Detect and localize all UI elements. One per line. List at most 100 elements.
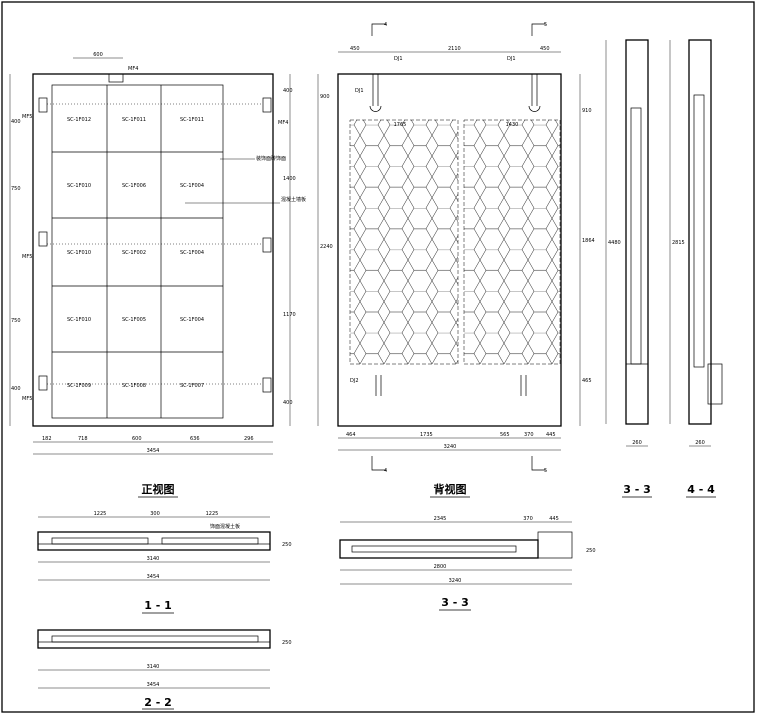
dim-text: 900 (320, 94, 330, 100)
mark-tag: MF5 (22, 396, 32, 402)
back-window-right-hex (464, 120, 560, 364)
dim-text: 400 (11, 119, 21, 125)
dim-text: 464 (346, 432, 356, 438)
dim-text: 450 (350, 46, 360, 52)
dim-text: 718 (78, 436, 88, 442)
view-title: 1 - 1 (144, 599, 172, 612)
view-title: 3 - 3 (441, 596, 469, 609)
mark-tag: MF5 (22, 254, 32, 260)
dim-text: 1400 (283, 176, 296, 182)
dim-text: 250 (586, 548, 596, 554)
callout-text: 装饰面砖饰面 (256, 155, 286, 162)
panel-label: SC-1F004 (180, 183, 204, 189)
dim-text: 300 (150, 511, 160, 517)
panel-label: SC-1F005 (122, 317, 146, 323)
dim-text: 2345 (434, 516, 447, 522)
panel-label: SC-1F004 (180, 317, 204, 323)
mark-tag: DJ1 (394, 56, 403, 62)
view-title: 2 - 2 (144, 696, 172, 709)
section-4-4-vertical: 2815 260 4 - 4 (669, 39, 723, 498)
dim-text: 3454 (147, 574, 160, 580)
dim-text: 2800 (434, 564, 447, 570)
panel-label: SC-1F011 (122, 117, 146, 123)
section-number: 5 (544, 468, 547, 474)
dim-text: 445 (549, 516, 559, 522)
dim-text: 450 (540, 46, 550, 52)
dim-text: 1170 (283, 312, 296, 318)
dim-text: 910 (582, 108, 592, 114)
dim-text: 3454 (147, 682, 160, 688)
dim-text: 3140 (147, 664, 160, 670)
panel-label: SC-1F009 (67, 383, 91, 389)
dim-text: 400 (283, 88, 293, 94)
callout-text: 混凝土墙板 (281, 196, 306, 203)
dim-text: 465 (582, 378, 592, 384)
mark-tag: MF4 (278, 120, 288, 126)
dim-text: 296 (244, 436, 254, 442)
dim-text: 2815 (672, 240, 685, 246)
mark-tag: MF5 (22, 114, 32, 120)
panel-label: SC-1F010 (67, 317, 91, 323)
callout-text: 饰面混凝土板 (210, 523, 240, 530)
back-panel-hatch (337, 73, 562, 427)
back-window-left-hex (350, 120, 458, 364)
dim-text: 182 (42, 436, 52, 442)
dim-text: 600 (132, 436, 142, 442)
dim-text: 1225 (206, 511, 219, 517)
dim-text: 750 (11, 318, 21, 324)
panel-label: SC-1F008 (122, 383, 146, 389)
section-3-3-horizontal: 2345 370 445 250 2800 3240 3 - 3 (339, 516, 596, 611)
dim-text: 2240 (320, 244, 333, 250)
section-number: 4 (384, 468, 387, 474)
dim-text: 400 (283, 400, 293, 406)
view-title: 正视图 (142, 482, 175, 496)
section-number: 4 (384, 22, 387, 28)
dim-text: 1735 (420, 432, 433, 438)
dim-text: 445 (546, 432, 556, 438)
panel-label: SC-1F007 (180, 383, 204, 389)
dim-text: 3140 (147, 556, 160, 562)
dim-text: 750 (11, 186, 21, 192)
section-3-3-vertical: 4480 260 3 - 3 (605, 39, 652, 498)
dim-text: 1864 (582, 238, 595, 244)
mark-tag: DJ2 (350, 378, 359, 384)
dim-text: 370 (523, 516, 533, 522)
view-title: 3 - 3 (623, 483, 651, 496)
front-view: SC-1F012 SC-1F011 SC-1F011 SC-1F010 SC-1… (9, 52, 306, 498)
view-title: 4 - 4 (687, 483, 715, 496)
dim-text: 250 (282, 640, 292, 646)
dim-text: 3454 (147, 448, 160, 454)
front-panel-outline (32, 73, 274, 427)
dim-text: 370 (524, 432, 534, 438)
dim-text: 1765 (394, 122, 407, 128)
mark-tag: DJ1 (355, 88, 364, 94)
back-view: DJ1 DJ1 DJ1 DJ2 4 5 4 5 450 2110 450 176… (317, 22, 595, 498)
dim-text: 3240 (449, 578, 462, 584)
panel-label: SC-1F002 (122, 250, 146, 256)
panel-label: SC-1F010 (67, 250, 91, 256)
dim-text: 2110 (448, 46, 461, 52)
mark-tag: DJ1 (507, 56, 516, 62)
dim-text: 600 (93, 52, 103, 58)
dim-text: 1430 (506, 122, 519, 128)
panel-label: SC-1F004 (180, 250, 204, 256)
dim-text: 400 (11, 386, 21, 392)
dim-text: 260 (695, 440, 705, 446)
dim-text: 4480 (608, 240, 621, 246)
dim-text: 565 (500, 432, 510, 438)
panel-label: SC-1F006 (122, 183, 146, 189)
front-panel-labels: SC-1F012 SC-1F011 SC-1F011 SC-1F010 SC-1… (67, 117, 204, 389)
dim-text: 636 (190, 436, 200, 442)
front-tile-field (51, 84, 224, 419)
dim-text: 250 (282, 542, 292, 548)
panel-label: SC-1F010 (67, 183, 91, 189)
section-1-1: 1225 300 1225 饰面混凝土板 250 3140 3454 1 - 1 (37, 511, 292, 614)
panel-label: SC-1F011 (180, 117, 204, 123)
panel-label: SC-1F012 (67, 117, 91, 123)
dim-text: 1225 (94, 511, 107, 517)
front-embedded-parts (38, 73, 272, 393)
view-title: 背视图 (434, 482, 467, 496)
dim-text: 3240 (444, 444, 457, 450)
